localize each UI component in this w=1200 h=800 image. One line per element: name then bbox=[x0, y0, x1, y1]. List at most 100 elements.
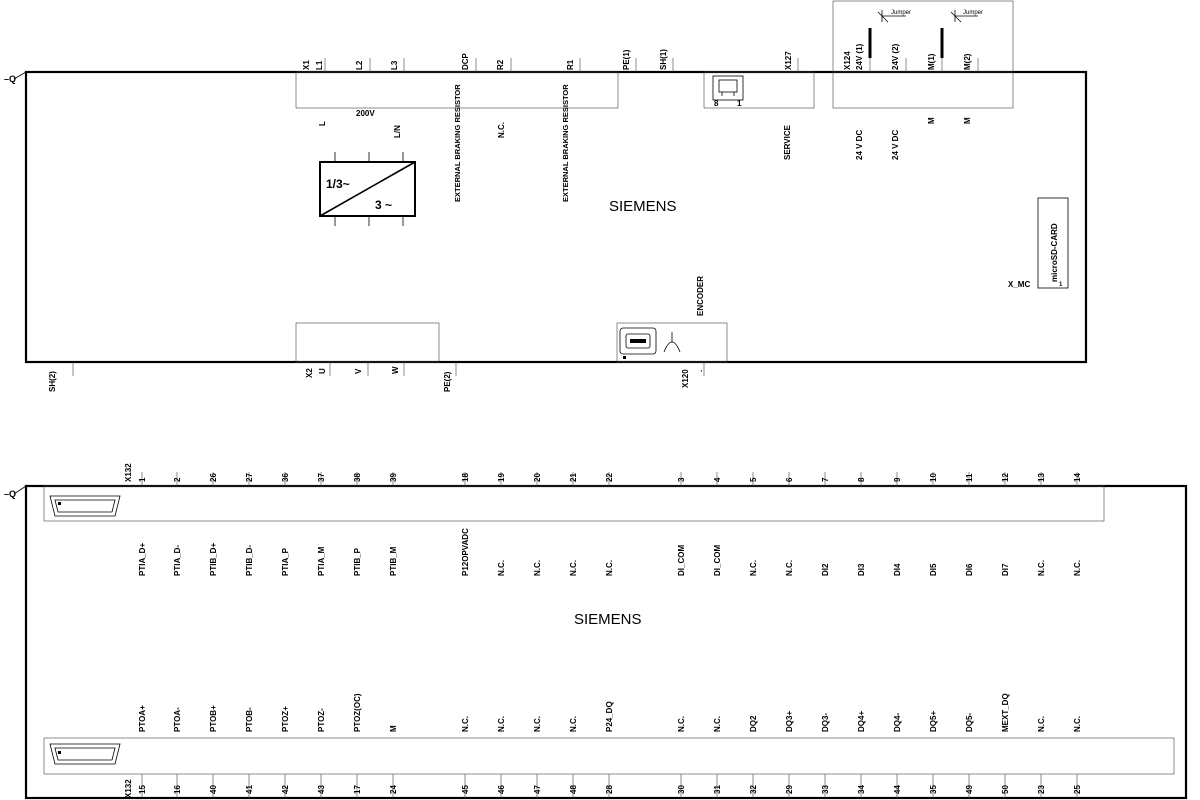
bottom-pin-number: 42 bbox=[281, 785, 290, 794]
x124-supply-block bbox=[832, 0, 1014, 109]
upper-q-label: –Q bbox=[4, 74, 16, 84]
power-terminal-strip bbox=[295, 71, 619, 109]
top-pin-number: 12 bbox=[1001, 473, 1010, 482]
x-mc-label: X_MC bbox=[1008, 280, 1030, 289]
top-signal-label: PTIA_M bbox=[317, 546, 326, 576]
top-signal-label: N.C. bbox=[533, 560, 542, 576]
desc-24vdc-2: 24 V DC bbox=[891, 130, 900, 160]
bottom-signal-label: PTOA+ bbox=[138, 705, 147, 732]
lower-module-outline bbox=[24, 484, 1188, 800]
term-v: V bbox=[354, 368, 363, 374]
bottom-signal-label: N.C. bbox=[713, 716, 722, 732]
term-l3: L3 bbox=[390, 60, 399, 70]
term-x2: X2 bbox=[305, 368, 314, 378]
bottom-pin-number: 35 bbox=[929, 785, 938, 794]
bottom-signal-label: N.C. bbox=[569, 716, 578, 732]
term-l1: L1 bbox=[315, 60, 324, 70]
term-x120-dot: . bbox=[695, 370, 704, 372]
bottom-signal-label: MEXT_DQ bbox=[1001, 693, 1010, 732]
bottom-signal-label: PTOB+ bbox=[209, 705, 218, 732]
top-pin-number: 27 bbox=[245, 473, 254, 482]
top-pin-number: 1 bbox=[138, 477, 147, 482]
lower-q-label: –Q bbox=[4, 489, 16, 499]
bottom-pin-number: 17 bbox=[353, 785, 362, 794]
term-24v-2: 24V (2) bbox=[891, 43, 900, 70]
bottom-signal-label: PTOZ- bbox=[317, 708, 326, 732]
top-signal-label: N.C. bbox=[1037, 560, 1046, 576]
top-pin-number: 37 bbox=[317, 473, 326, 482]
top-pin-number: 9 bbox=[893, 477, 902, 482]
bottom-pin-number: 15 bbox=[138, 785, 147, 794]
term-r1: R1 bbox=[566, 59, 575, 70]
top-signal-label: PTIA_D+ bbox=[138, 543, 147, 576]
top-signal-label: PTIB_D+ bbox=[209, 543, 218, 576]
top-signal-label: N.C. bbox=[1073, 560, 1082, 576]
term-dcp: DCP bbox=[461, 52, 470, 70]
converter-output-label: 3 ~ bbox=[375, 198, 392, 212]
top-signal-label: PTIB_D- bbox=[245, 545, 254, 576]
jumper-2-label: Jumper bbox=[963, 10, 983, 16]
bottom-pin-number: 30 bbox=[677, 785, 686, 794]
term-pe2: PE(2) bbox=[443, 371, 452, 392]
desc-ln: L/N bbox=[393, 125, 402, 138]
x124-jumper-2: Jumper bbox=[940, 10, 983, 58]
top-signal-label: N.C. bbox=[605, 560, 614, 576]
top-pin-number: 21 bbox=[569, 473, 578, 482]
bottom-signal-label: DQ3+ bbox=[785, 711, 794, 732]
encoder-connector-icon bbox=[619, 327, 681, 359]
desc-l: L bbox=[318, 121, 327, 126]
top-signal-label: DI5 bbox=[929, 563, 938, 576]
top-signal-label: PTIB_M bbox=[389, 546, 398, 576]
term-sh2: SH(2) bbox=[48, 371, 57, 392]
top-signal-label: DI4 bbox=[893, 563, 902, 576]
bottom-signal-label: DQ4+ bbox=[857, 711, 866, 732]
microsd-mark: 1 bbox=[1059, 282, 1063, 288]
bottom-signal-label: PTOB- bbox=[245, 707, 254, 732]
bottom-signal-label: N.C. bbox=[677, 716, 686, 732]
top-pin-number: 3 bbox=[677, 477, 686, 482]
bottom-signal-label: P24_DQ bbox=[605, 701, 614, 732]
top-pin-number: 38 bbox=[353, 473, 362, 482]
desc-24vdc-1: 24 V DC bbox=[855, 130, 864, 160]
upper-module-outline bbox=[24, 70, 1088, 364]
top-signal-label: PTIB_P bbox=[353, 547, 362, 576]
bottom-pin-number: 31 bbox=[713, 785, 722, 794]
desc-m-2: M bbox=[963, 117, 972, 124]
bottom-pin-number: 47 bbox=[533, 785, 542, 794]
term-x124: X124 bbox=[843, 51, 852, 70]
bottom-pin-number: 44 bbox=[893, 785, 902, 794]
term-w: W bbox=[391, 366, 400, 374]
bottom-pin-number: 40 bbox=[209, 785, 218, 794]
dsub-connector-top-icon bbox=[49, 495, 121, 517]
top-pin-number: 18 bbox=[461, 473, 470, 482]
top-pin-number: 22 bbox=[605, 473, 614, 482]
term-r2: R2 bbox=[496, 59, 505, 70]
bottom-pin-number: 46 bbox=[497, 785, 506, 794]
top-signal-label: PTIA_D- bbox=[173, 545, 182, 576]
lower-q-leader bbox=[13, 485, 27, 495]
bottom-pin-number: 48 bbox=[569, 785, 578, 794]
x132-bottom-label: X132 bbox=[124, 779, 133, 798]
bottom-signal-label: DQ2 bbox=[749, 715, 758, 732]
top-pin-number: 26 bbox=[209, 473, 218, 482]
desc-m-1: M bbox=[927, 117, 936, 124]
ethernet-pin-1: 1 bbox=[737, 99, 742, 108]
bottom-pin-number: 23 bbox=[1037, 785, 1046, 794]
bottom-pin-number: 45 bbox=[461, 785, 470, 794]
top-pin-number: 39 bbox=[389, 473, 398, 482]
bottom-pin-number: 43 bbox=[317, 785, 326, 794]
x132-top-label: X132 bbox=[124, 463, 133, 482]
term-pe1: PE(1) bbox=[622, 49, 631, 70]
top-signal-label: N.C. bbox=[569, 560, 578, 576]
top-signal-label: DI_COM bbox=[677, 545, 686, 576]
pin-layer: 1PTIA_D+2PTIA_D-26PTIB_D+27PTIB_D-36PTIA… bbox=[138, 472, 1082, 798]
ethernet-pin-8: 8 bbox=[714, 99, 719, 108]
bottom-signal-label: DQ3- bbox=[821, 713, 830, 732]
bottom-pin-number: 29 bbox=[785, 785, 794, 794]
top-signal-label: N.C. bbox=[785, 560, 794, 576]
bottom-signal-label: PTOZ(OC) bbox=[353, 693, 362, 732]
jumper-1-label: Jumper bbox=[891, 10, 911, 16]
dsub-connector-bottom-icon bbox=[49, 743, 121, 765]
top-signal-label: DI_COM bbox=[713, 545, 722, 576]
term-sh1: SH(1) bbox=[659, 49, 668, 70]
